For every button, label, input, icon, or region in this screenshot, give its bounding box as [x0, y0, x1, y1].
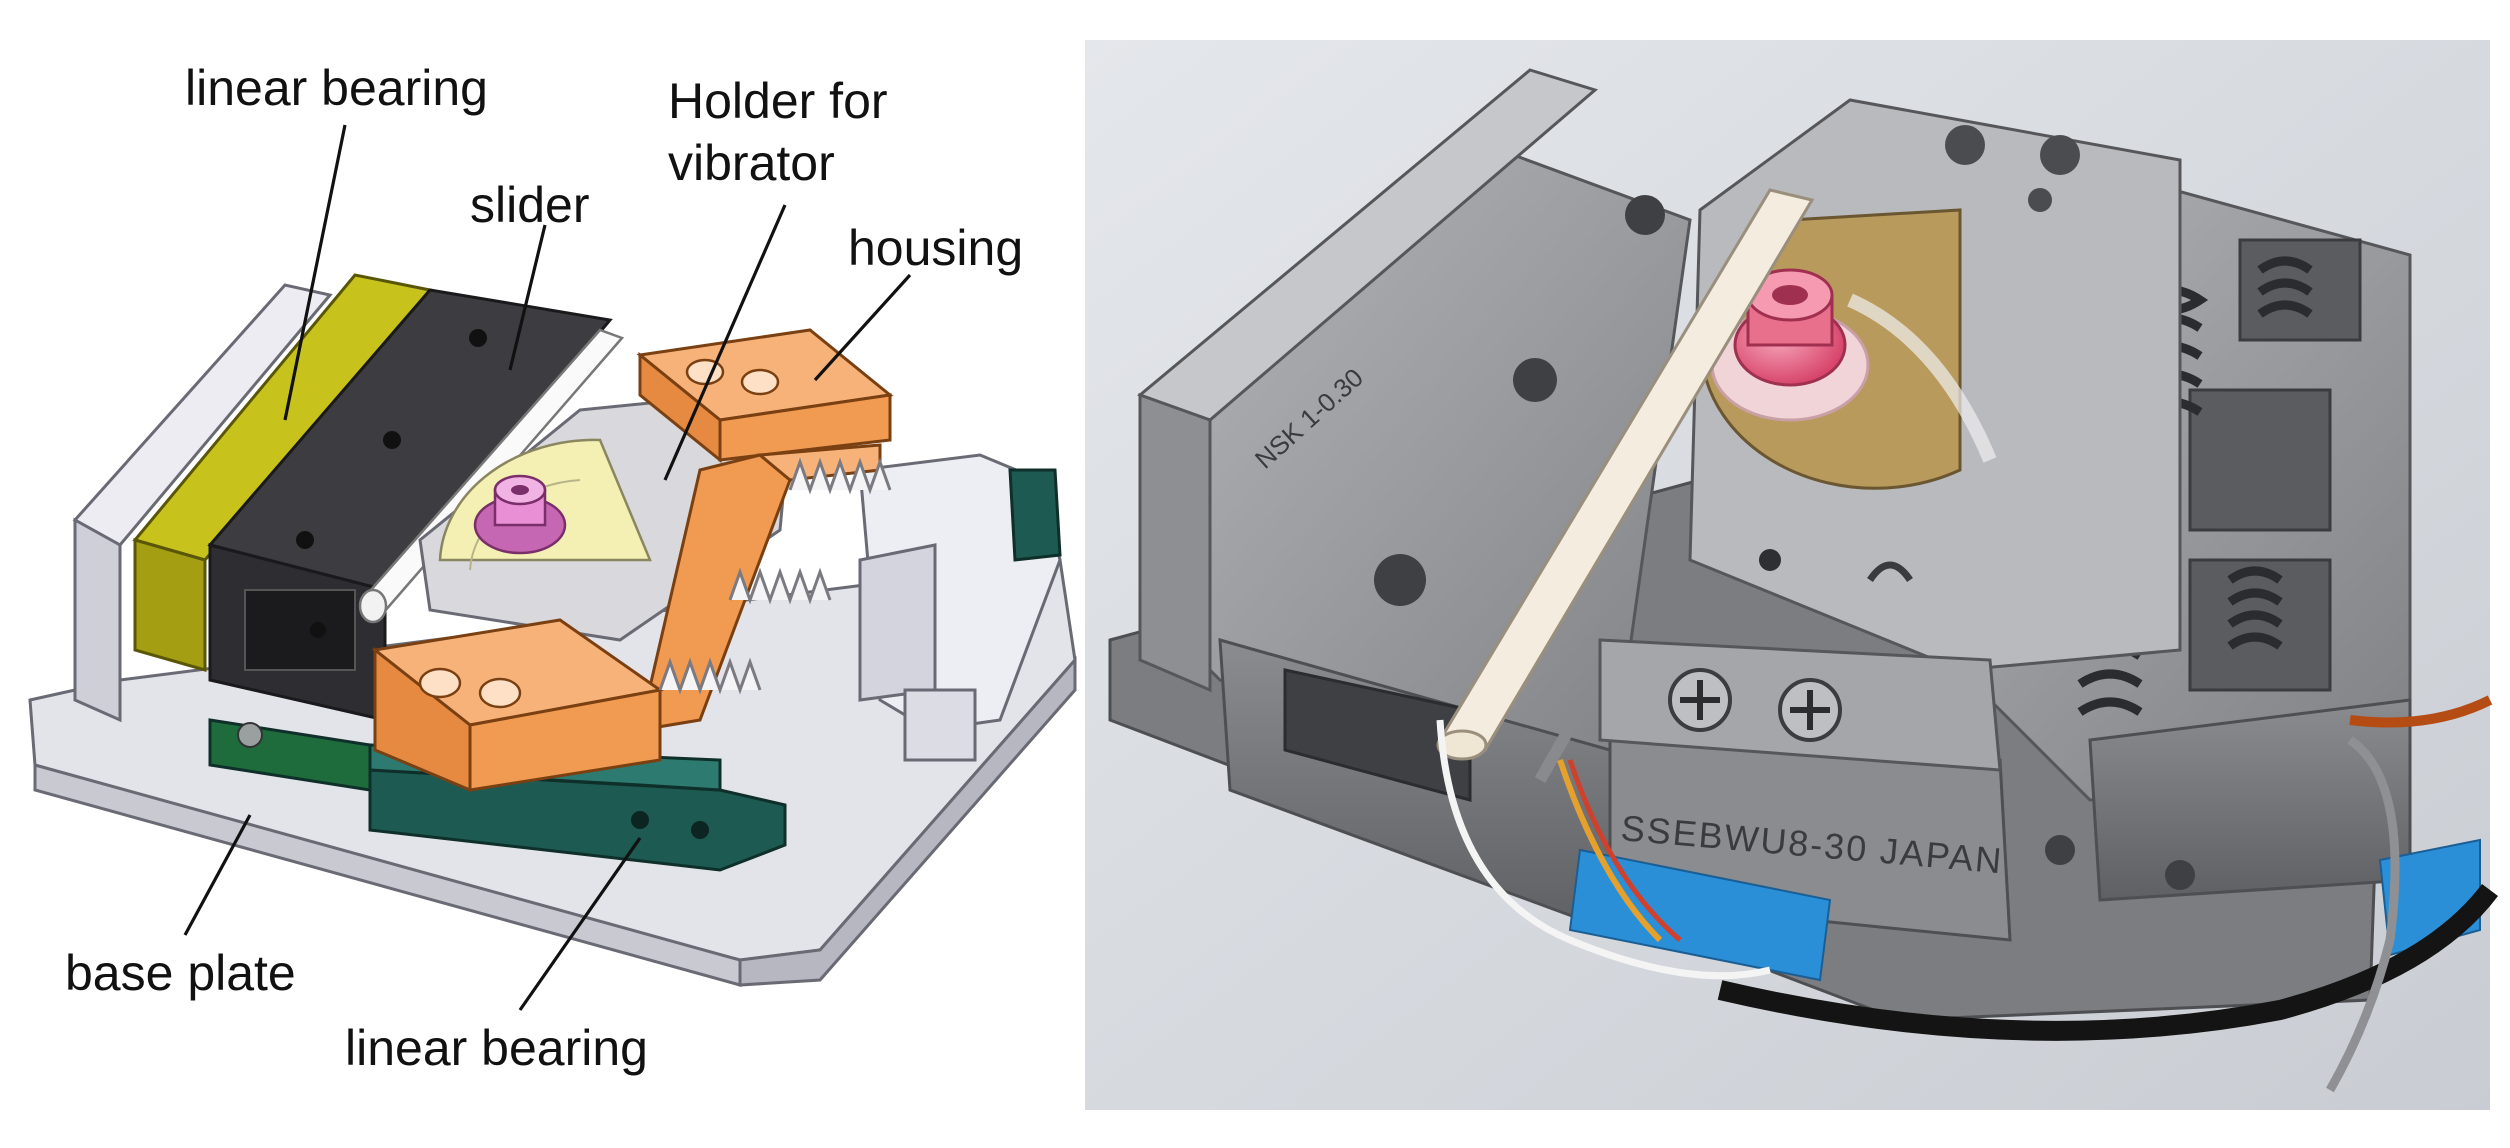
cad-labels: linear bearing slider Holder for vibrato… — [65, 60, 1023, 1076]
cad-leader-lines — [183, 124, 912, 1011]
label-housing: housing — [848, 220, 1023, 276]
label-holder-line2: vibrator — [668, 135, 835, 191]
vibrator-part — [473, 474, 567, 555]
label-holder-line1: Holder for — [668, 73, 888, 129]
label-base-plate: base plate — [65, 945, 296, 1001]
housing-part — [371, 328, 894, 793]
linear-bearing-top-part — [132, 273, 433, 672]
photo-wires — [1436, 695, 2498, 1093]
photo: NSK 1-0.30 SSEBWU8-30 JAPAN — [1085, 40, 2498, 1110]
leader-linear-bearing-top — [283, 124, 347, 421]
cad-model — [28, 273, 1077, 987]
label-slider: slider — [470, 177, 589, 233]
leader-slider — [508, 224, 547, 371]
leader-base-plate — [183, 814, 252, 936]
leader-holder — [663, 204, 787, 481]
springs — [658, 457, 892, 695]
leader-linear-bearing-bottom — [518, 837, 642, 1011]
label-linear-bearing-top: linear bearing — [185, 60, 488, 116]
photo-vibrator-cap — [1710, 268, 1870, 422]
leader-housing — [813, 273, 912, 382]
label-linear-bearing-bottom: linear bearing — [345, 1020, 648, 1076]
